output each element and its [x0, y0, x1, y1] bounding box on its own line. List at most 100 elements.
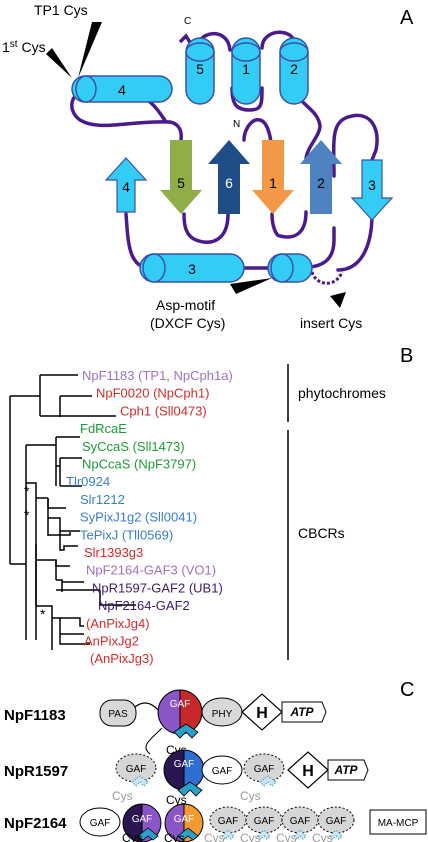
- strand-3: 3: [350, 159, 394, 221]
- ma-mcp-label: MA-MCP: [378, 818, 419, 829]
- pas-domain: [99, 699, 137, 727]
- his-label: H: [256, 705, 268, 722]
- helix-5: 5: [185, 37, 215, 105]
- helix-1-label: 1: [242, 61, 250, 77]
- gaf2-label: GAF: [132, 814, 153, 825]
- cys-label-2: Cys: [122, 831, 143, 842]
- helix-5-label: 5: [196, 61, 204, 77]
- cys-loop: [145, 727, 163, 755]
- tree-leaf-label: FdRcaE: [80, 421, 127, 436]
- protein-npf1183: NpF1183 PAS GAF Cys PHY H ATP: [4, 689, 327, 757]
- pas-label: PAS: [108, 709, 128, 720]
- strand-2: 2: [300, 140, 342, 214]
- his-label: H: [302, 763, 314, 780]
- dashed-chromophore-icon: [329, 829, 343, 840]
- gaf2-dark-half: [122, 803, 143, 842]
- helix-dxcf: [267, 253, 313, 283]
- tp1-cys-label: TP1 Cys: [34, 2, 88, 18]
- dashed-chromophore-icon: [257, 829, 271, 840]
- gaf-grey-2: [243, 753, 285, 783]
- phy-label: PHY: [212, 709, 233, 720]
- strand-4-label: 4: [122, 179, 130, 195]
- cys-grey-1: Cys: [112, 789, 133, 803]
- asterisk-3: *: [40, 606, 46, 622]
- asp-motif-label: Asp-motif: [156, 297, 215, 313]
- tree-leaf-label: SyCcaS (Sll1473): [82, 439, 185, 454]
- cys-grey-2: Cys: [240, 789, 261, 803]
- cys-grey-label: Cys: [276, 831, 297, 842]
- tree-leaf-label: NpF2164-GAF2: [98, 598, 190, 613]
- panel-a-letter: A: [400, 7, 414, 29]
- gaf-grey-2-label: GAF: [254, 764, 275, 775]
- gaf3-label: GAF: [174, 814, 195, 825]
- cbcrs-label: CBCRs: [298, 525, 345, 541]
- gaf-grey-1-label: GAF: [126, 764, 147, 775]
- dashed-chromophore-2: [259, 775, 277, 787]
- helix-4-label: 4: [118, 82, 126, 98]
- insert-cys-wedge: [330, 292, 346, 308]
- tree-leaf-label: Slr1393g3: [84, 545, 143, 560]
- strand-5: 5: [160, 140, 202, 214]
- strand-1: 1: [252, 140, 294, 214]
- cys-grey-label: Cys: [204, 831, 225, 842]
- strand-1-label: 1: [269, 175, 277, 191]
- gaf-grey-label: GAF: [290, 816, 311, 827]
- tree-leaf-label: NpR1597-GAF2 (UB1): [92, 580, 223, 595]
- atp-label: ATP: [333, 763, 358, 777]
- panel-c: C NpF1183 PAS GAF Cys PHY H ATP NpR1597 …: [4, 679, 427, 842]
- atp-box: [327, 759, 369, 781]
- chromophore-icon-2: [137, 827, 159, 841]
- tree-leaf-label: (AnPixJg3): [90, 651, 154, 666]
- chromophore-icon: [173, 723, 199, 739]
- atp-label: ATP: [289, 705, 314, 719]
- insert-cys-label: insert Cys: [300, 315, 362, 331]
- cys-grey-label: Cys: [240, 831, 261, 842]
- gaf-dark-label: GAF: [174, 759, 195, 770]
- strand-6-label: 6: [225, 175, 233, 191]
- dashed-chromophore-icon: [293, 829, 307, 840]
- panel-c-letter: C: [400, 679, 414, 701]
- asp-motif-wedge: [230, 278, 272, 294]
- tree-leaf-label: Cph1 (Sll0473): [120, 403, 207, 418]
- panel-b: B: [9, 345, 413, 666]
- panel-a: A 4 5 1 2 3: [2, 2, 414, 331]
- dashed-chromophore-icon: [221, 829, 235, 840]
- protein-npf2164: NpF2164 GAF GAF GAF Cys Cys GAFCysGAFCys…: [4, 803, 427, 842]
- phytochromes-label: phytochromes: [298, 385, 386, 401]
- gaf-grey-label: GAF: [218, 816, 239, 827]
- protein-name: NpR1597: [4, 763, 68, 780]
- strand-3-label: 3: [368, 177, 376, 193]
- gaf-white: [79, 807, 121, 837]
- tree-leaf-label: SyPixJ1g2 (Sll0041): [80, 510, 197, 525]
- tree-leaf-label: NpF0020 (NpCph1): [96, 386, 209, 401]
- cys-grey-label: Cys: [312, 831, 333, 842]
- n-terminus: N: [233, 119, 240, 130]
- protein-name: NpF2164: [4, 815, 67, 832]
- gaf-white: [201, 755, 243, 785]
- tree-leaf-label: (AnPixJg4): [86, 616, 150, 631]
- helix-2: 2: [279, 37, 309, 105]
- tree-leaf-label: TePixJ (Tll0569): [80, 527, 173, 542]
- strand-5-label: 5: [177, 175, 185, 191]
- helix-3-label: 3: [188, 261, 196, 277]
- strand-6: 6: [208, 140, 250, 214]
- atp-box: [281, 701, 327, 723]
- strand-2-label: 2: [317, 175, 325, 191]
- tree-leaf-label: Tlr0924: [66, 474, 110, 489]
- chromophore-icon-3: [177, 827, 199, 841]
- gaf-grey-label: GAF: [326, 816, 347, 827]
- gaf-grey-label: GAF: [254, 816, 275, 827]
- gaf-white-label: GAF: [90, 818, 111, 829]
- protein-npr1597: NpR1597 GAF Cys GAF Cys GAF GAF Cys H AT…: [4, 749, 369, 807]
- first-cys-wedge: [46, 48, 72, 78]
- tp1-cys-wedge: [78, 22, 102, 78]
- chromophore-icon: [177, 781, 203, 797]
- tree-branches: [9, 374, 136, 650]
- gaf-left-half: [157, 689, 181, 735]
- tree-leaf-label: AnPixJg2: [84, 634, 139, 649]
- gaf-white-label: GAF: [212, 766, 233, 777]
- gaf3-purple-half: [164, 803, 185, 842]
- backbone-loop: [70, 30, 322, 244]
